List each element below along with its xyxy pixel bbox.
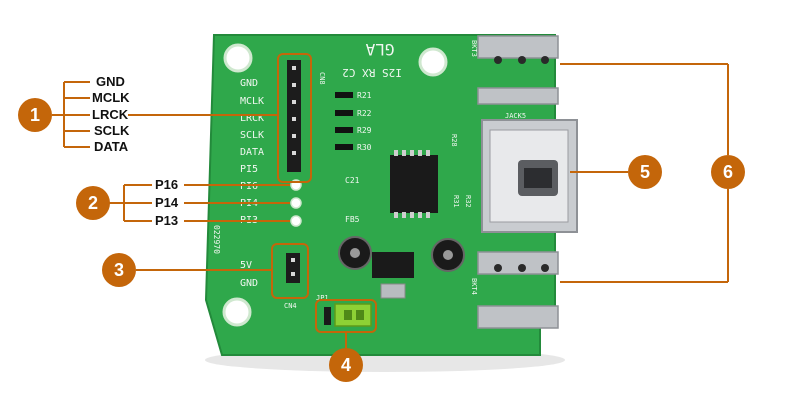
label-gnd: GND xyxy=(96,74,125,89)
callout-badge-6: 6 xyxy=(711,155,745,189)
label-p16: P16 xyxy=(155,177,179,192)
cn4-label: CN4 xyxy=(284,302,297,310)
r29-label: R29 xyxy=(357,126,372,135)
silk-pin-lrck: LRCK xyxy=(240,113,264,124)
jack5-label: JACK5 xyxy=(505,112,526,120)
jp1-label: JP1 xyxy=(316,294,329,302)
header-pins xyxy=(292,66,296,155)
mounting-holes xyxy=(222,43,448,327)
label-data: DATA xyxy=(94,139,129,154)
power-header xyxy=(286,253,300,283)
silk-pin-pi6: PI6 xyxy=(240,181,258,192)
pad-holes xyxy=(290,179,302,227)
board-subtitle: I2S RX C2 xyxy=(342,66,402,79)
callout-badge-5: 5 xyxy=(628,155,662,189)
i2s-header xyxy=(287,60,301,172)
board-title: GLA xyxy=(365,40,394,59)
silk-pin-sclk: SCLK xyxy=(240,130,264,141)
silk-pin-pi5: PI5 xyxy=(240,164,258,175)
silk-pin-data: DATA xyxy=(240,147,264,158)
r31-label: R31 xyxy=(452,195,460,208)
highlight-i2s-header xyxy=(277,53,312,183)
capacitors xyxy=(338,236,465,272)
label-p13: P13 xyxy=(155,213,179,228)
fb5-label: FB5 xyxy=(345,215,360,224)
resistor-labels: R21 R22 R29 R30 xyxy=(357,91,372,152)
label-p14: P14 xyxy=(155,195,179,210)
ic-pins xyxy=(394,150,430,218)
voltage-regulator xyxy=(372,252,414,278)
label-sclk: SCLK xyxy=(94,123,130,138)
bkt4-label: BKT4 xyxy=(470,278,478,295)
silk-pin-mclk: MCLK xyxy=(240,96,264,107)
silk-gnd: GND xyxy=(240,278,258,289)
leader-lines xyxy=(52,63,729,348)
r22-label: R22 xyxy=(357,109,372,118)
jumper-terminal xyxy=(334,303,372,327)
callout-badge-4: 4 xyxy=(329,348,363,382)
r28-label: R28 xyxy=(450,134,458,147)
metal-brackets xyxy=(477,35,559,329)
ic-chip xyxy=(390,155,438,213)
callout-badge-1: 1 xyxy=(18,98,52,132)
r32-label: R32 xyxy=(464,195,472,208)
bkt3-label: BKT3 xyxy=(470,40,478,57)
resistors xyxy=(335,92,353,150)
r30-label: R30 xyxy=(357,143,372,152)
silk-5v: 5V xyxy=(240,260,252,271)
cn8-label: CN8 xyxy=(318,72,326,85)
serial-label: 022970 xyxy=(212,225,221,254)
label-lrck: LRCK xyxy=(92,107,129,122)
r21-label: R21 xyxy=(357,91,372,100)
silk-pin-gnd: GND xyxy=(240,78,258,89)
callout-badge-2: 2 xyxy=(76,186,110,220)
c21-label: C21 xyxy=(345,176,360,185)
callout-badge-3: 3 xyxy=(102,253,136,287)
label-mclk: MCLK xyxy=(92,90,130,105)
